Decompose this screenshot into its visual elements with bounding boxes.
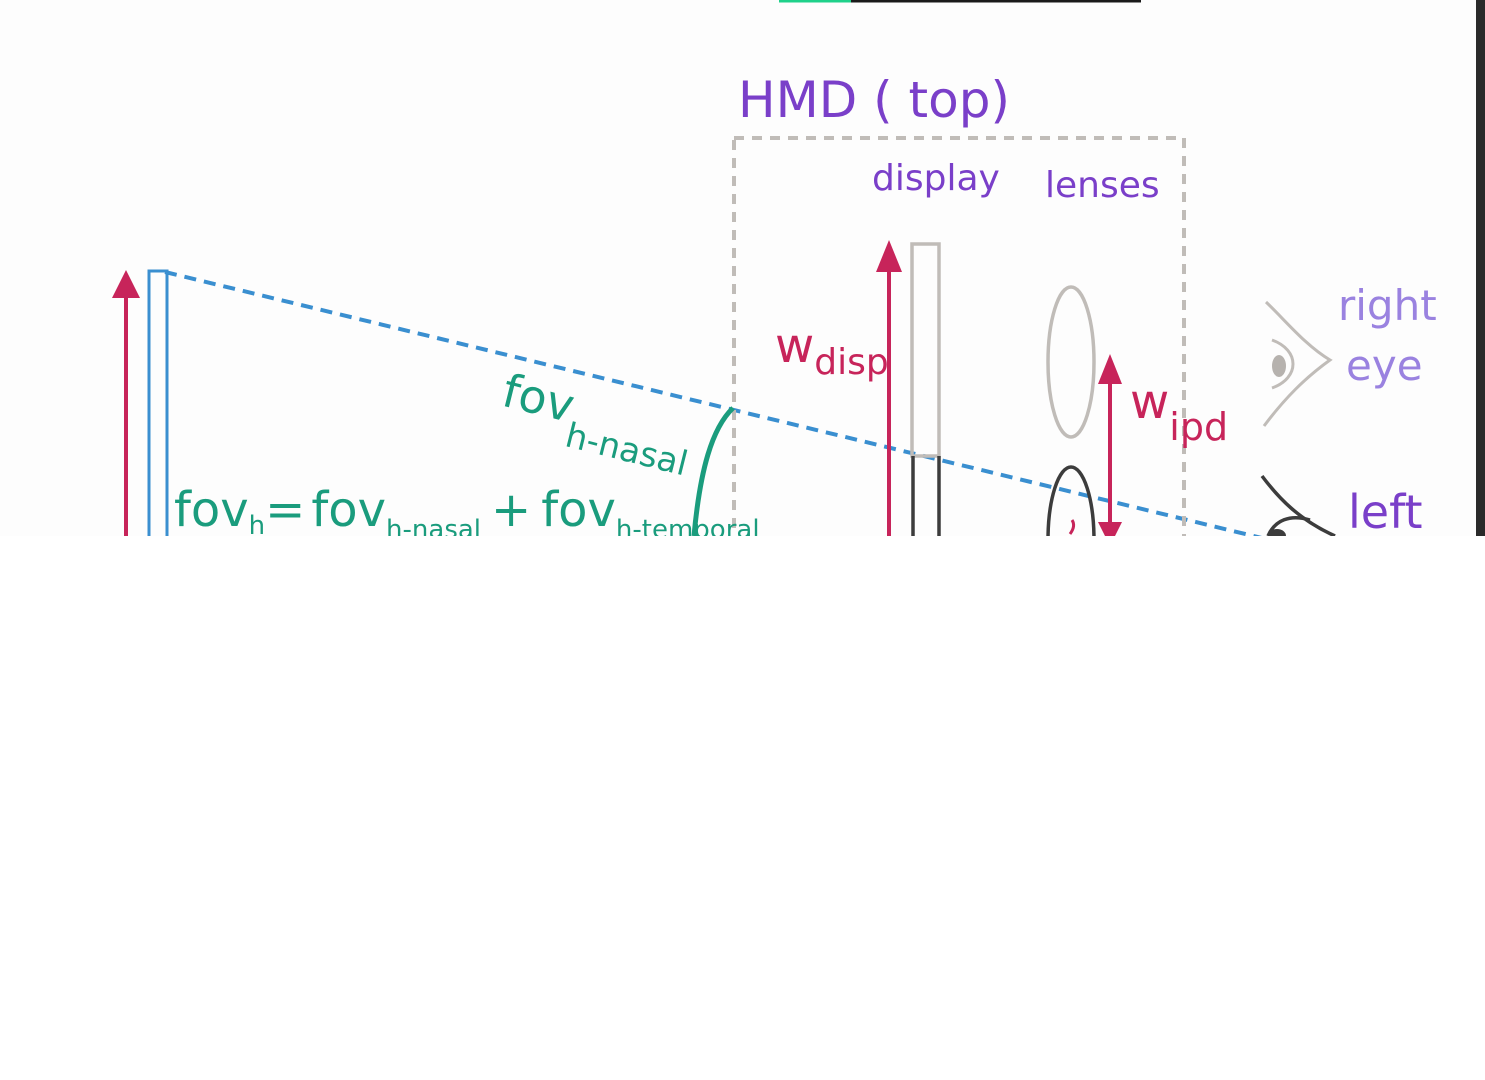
- left-eye-icon: [1260, 474, 1336, 536]
- right-eye-label-line2: eye: [1346, 341, 1423, 390]
- hmd-title: HMD ( top): [738, 71, 1010, 129]
- progress-track: [779, 0, 1141, 3]
- left-eye-label: left: [1348, 485, 1423, 536]
- blank-area: [0, 536, 1485, 1080]
- lens-mark: [1068, 519, 1076, 535]
- hmd-fov-diagram: HMD ( top) display lenses wdisp wipd: [112, 0, 1485, 536]
- screen-arrowhead: [112, 270, 140, 298]
- progress-fill: [779, 0, 851, 3]
- w-ipd-label: wipd: [1130, 374, 1228, 449]
- fov-nasal-label: fovh-nasal: [492, 363, 700, 484]
- video-frame: HMD ( top) display lenses wdisp wipd: [0, 0, 1485, 536]
- display-top-half: [910, 242, 941, 458]
- video-progress-bar[interactable]: [779, 0, 1141, 3]
- sight-line: [164, 270, 1262, 536]
- display-label: display: [872, 158, 1000, 199]
- frame-edge: [1476, 0, 1485, 536]
- left-lens: [1046, 465, 1096, 536]
- right-eye-icon: [1262, 300, 1333, 427]
- fov-nasal-arc: [691, 406, 735, 536]
- fov-formula: fovh=fovh-nasal+fovh-temporal: [174, 482, 760, 536]
- display-panel: [910, 242, 941, 536]
- virtual-screen-rect: [147, 269, 169, 536]
- hmd-box: [732, 136, 1186, 536]
- w-disp-label: wdisp: [775, 318, 889, 383]
- right-eye-label-line1: right: [1338, 281, 1437, 330]
- w-ipd-arrowhead-up: [1098, 354, 1122, 384]
- right-lens: [1046, 285, 1096, 439]
- w-ipd-arrowhead-down: [1098, 522, 1122, 536]
- virtual-screen: [112, 269, 169, 536]
- w-disp-arrowhead: [876, 240, 902, 272]
- lenses-label: lenses: [1045, 165, 1160, 206]
